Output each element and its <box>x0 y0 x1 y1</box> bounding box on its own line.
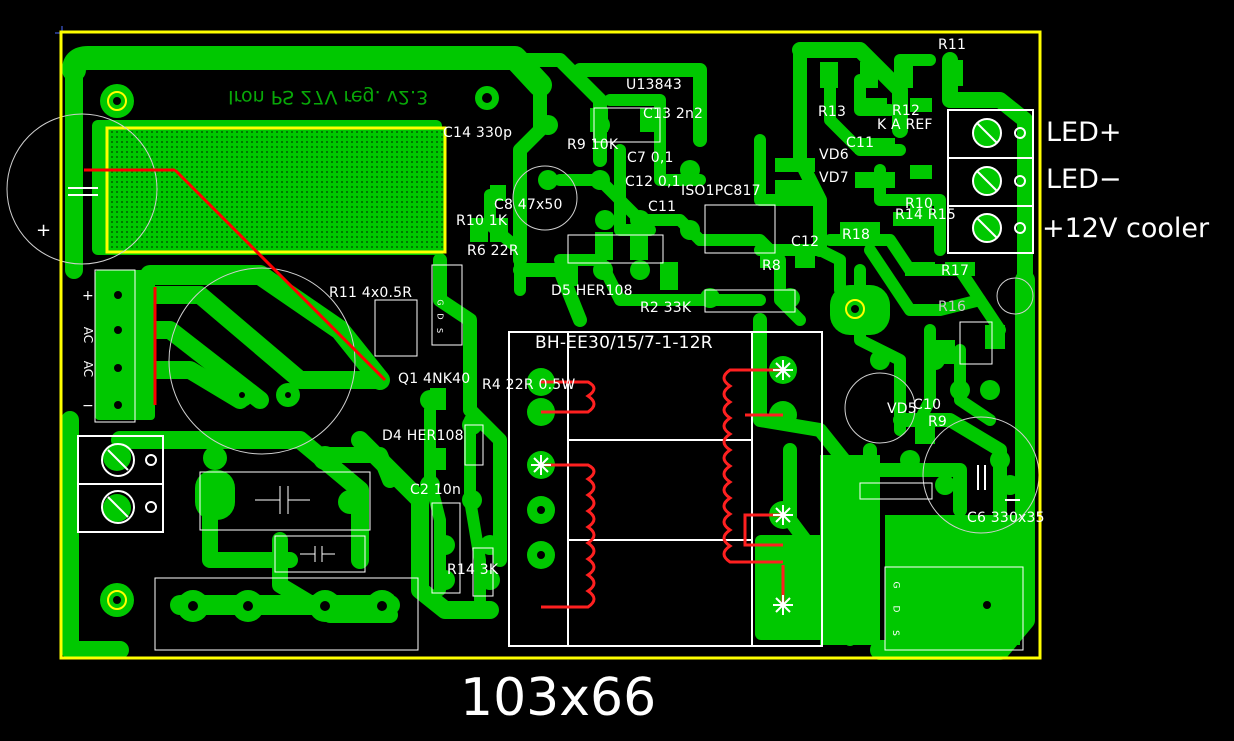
cooler-12v-label: +12V cooler <box>1042 213 1210 244</box>
label-c10: C10 <box>913 397 942 413</box>
label-vd6: VD6 <box>819 147 849 163</box>
label-d4: D4 HER108 <box>382 428 464 444</box>
label-r10-1k: R10 1K <box>456 213 508 229</box>
mosfet-pin-d: D <box>890 605 901 613</box>
label-r12: R12 <box>892 103 921 119</box>
label-vd7: VD7 <box>819 170 849 186</box>
input-ac2-label: AC <box>81 360 96 378</box>
label-iso: ISO1PC817 <box>681 183 761 199</box>
mosfet-pin-s: S <box>889 630 900 636</box>
board-silk-title: Iron PS 27V reg. v2.3 <box>228 86 429 108</box>
label-c7: C7 0,1 <box>627 150 674 166</box>
label-r14-r15: R14 R15 <box>895 207 956 223</box>
label-r9-10k: R9 10K <box>567 137 619 153</box>
label-r10: R10 <box>905 196 934 212</box>
heatsink-mesh <box>105 126 447 254</box>
label-c6: C6 330x35 <box>967 510 1045 526</box>
mounting-holes <box>107 91 865 610</box>
label-c12-01: C12 0,1 <box>625 174 681 190</box>
label-r4: R4 22R 0.5W <box>482 377 576 393</box>
transistor-pin-s: S <box>435 327 445 334</box>
transformer-pin-markers <box>531 360 793 615</box>
mosfet-pin-g: G <box>890 581 901 589</box>
label-c11-left: C11 <box>648 199 677 215</box>
drill-holes <box>114 291 991 611</box>
label-r6: R6 22R <box>467 243 519 259</box>
label-r13: R13 <box>818 104 847 120</box>
board-dimensions-label: 103x66 <box>460 668 657 728</box>
bulk-cap-plus-label: + <box>36 220 52 241</box>
led-minus-label: LED− <box>1046 164 1122 195</box>
label-d5: D5 HER108 <box>551 283 633 299</box>
label-c2: C2 10n <box>410 482 462 498</box>
label-c8: C8 47x50 <box>494 197 563 213</box>
board-outline <box>59 30 1042 660</box>
label-r17: R17 <box>941 263 970 279</box>
transformer-windings <box>541 368 785 609</box>
input-minus-label: − <box>82 398 94 414</box>
label-c14: C14 330p <box>443 125 513 141</box>
label-ka-ref: K A REF <box>877 117 933 133</box>
label-r8: R8 <box>762 258 782 274</box>
silkscreen-layer <box>6 107 1040 651</box>
label-r14: R14 3K <box>447 562 499 578</box>
jumper-wires <box>84 168 387 405</box>
label-vd5: VD5 <box>887 401 917 417</box>
transistor-pin-d: D <box>435 313 445 320</box>
label-r9: R9 <box>928 414 948 430</box>
label-r11: R11 <box>938 37 967 53</box>
label-c12: C12 <box>791 234 820 250</box>
led-plus-label: LED+ <box>1046 117 1122 148</box>
label-q1: Q1 4NK40 <box>398 371 471 387</box>
label-c11-right: C11 <box>846 135 875 151</box>
input-plus-label: + <box>82 288 94 304</box>
label-r18: R18 <box>842 227 871 243</box>
transistor-pin-g: G <box>435 299 445 306</box>
label-r11-shunt: R11 4x0.5R <box>329 285 413 301</box>
label-c13: C13 2n2 <box>643 106 704 122</box>
label-u1: U13843 <box>626 77 682 93</box>
label-r16: R16 <box>938 299 967 315</box>
label-transformer: BH-EE30/15/7-1-12R <box>535 333 713 353</box>
input-ac1-label: AC <box>81 326 96 344</box>
label-r2: R2 33K <box>640 300 692 316</box>
